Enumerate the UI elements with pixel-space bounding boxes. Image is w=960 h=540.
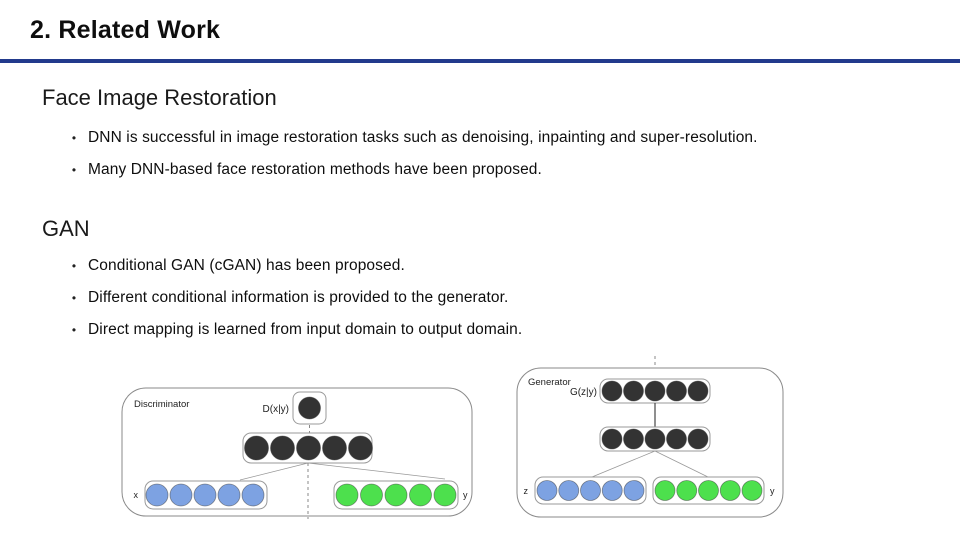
network-node — [687, 380, 709, 402]
generator-y-label: y — [770, 486, 775, 496]
discriminator-y-label: y — [463, 490, 468, 500]
generator-hidden-nodes — [601, 428, 709, 450]
header-rule — [0, 59, 960, 63]
bullet-text: DNN is successful in image restoration t… — [88, 129, 758, 146]
bullet-item: • Different conditional information is p… — [60, 289, 940, 307]
network-node — [536, 480, 558, 501]
generator-left-connector — [591, 450, 656, 478]
bullet-item: • Many DNN-based face restoration method… — [60, 161, 940, 179]
generator-input-z-nodes — [536, 480, 645, 501]
network-node — [601, 380, 623, 402]
generator-output-nodes — [601, 380, 709, 402]
bullet-item: • Conditional GAN (cGAN) has been propos… — [60, 257, 940, 275]
section-heading-face-image-restoration: Face Image Restoration — [42, 85, 277, 110]
network-node — [580, 480, 601, 501]
network-node — [145, 483, 169, 507]
discriminator-diagram: Discriminator D(x|y) x y — [121, 387, 473, 519]
network-node — [335, 483, 359, 507]
generator-input-y-nodes — [654, 480, 763, 501]
bullet-text: Different conditional information is pro… — [88, 289, 509, 306]
network-node — [193, 483, 217, 507]
network-node — [360, 483, 383, 507]
bullet-marker: • — [71, 131, 77, 145]
network-node — [296, 435, 321, 461]
network-node — [698, 480, 719, 501]
discriminator-output-node — [298, 396, 321, 420]
bullet-text: Direct mapping is learned from input dom… — [88, 321, 523, 338]
network-node — [384, 483, 408, 507]
network-node — [241, 483, 265, 507]
generator-z-label: z — [524, 486, 529, 496]
network-node — [217, 483, 241, 507]
network-node — [741, 480, 763, 501]
discriminator-left-connector — [239, 462, 309, 481]
network-node — [644, 380, 666, 402]
bullet-marker: • — [71, 259, 77, 273]
section-heading-gan: GAN — [42, 216, 90, 241]
network-node — [644, 428, 666, 450]
page-title: 2. Related Work — [30, 16, 221, 44]
network-node — [623, 480, 645, 501]
network-node — [298, 396, 321, 420]
bullet-text: Conditional GAN (cGAN) has been proposed… — [88, 257, 405, 274]
network-node — [558, 480, 580, 501]
bullet-marker: • — [71, 291, 77, 305]
network-node — [348, 435, 373, 461]
network-node — [666, 428, 687, 450]
network-node — [719, 480, 741, 501]
network-node — [676, 480, 698, 501]
generator-right-connector — [654, 450, 709, 478]
generator-diagram: Generator G(z|y) z y — [516, 356, 784, 518]
discriminator-input-y-nodes — [335, 483, 457, 507]
network-node — [244, 435, 269, 461]
network-node — [654, 480, 676, 501]
discriminator-output-label: D(x|y) — [263, 404, 289, 415]
network-node — [433, 483, 457, 507]
network-node — [666, 380, 687, 402]
bullet-text: Many DNN-based face restoration methods … — [88, 161, 542, 178]
bullet-marker: • — [71, 163, 77, 177]
generator-output-label: G(z|y) — [570, 387, 597, 398]
discriminator-right-connector — [307, 462, 446, 480]
discriminator-hidden-nodes — [244, 435, 373, 461]
network-node — [270, 435, 295, 461]
network-node — [409, 483, 432, 507]
network-node — [169, 483, 193, 507]
discriminator-label: Discriminator — [134, 399, 189, 410]
network-node — [322, 435, 347, 461]
bullet-item: • DNN is successful in image restoration… — [60, 129, 940, 147]
discriminator-input-x-nodes — [145, 483, 265, 507]
bullet-marker: • — [71, 323, 77, 337]
network-node — [623, 380, 644, 402]
network-node — [623, 428, 644, 450]
network-node — [601, 480, 623, 501]
network-node — [687, 428, 709, 450]
bullet-item: • Direct mapping is learned from input d… — [60, 321, 940, 339]
discriminator-x-label: x — [134, 490, 139, 500]
network-node — [601, 428, 623, 450]
generator-label: Generator — [528, 377, 571, 388]
